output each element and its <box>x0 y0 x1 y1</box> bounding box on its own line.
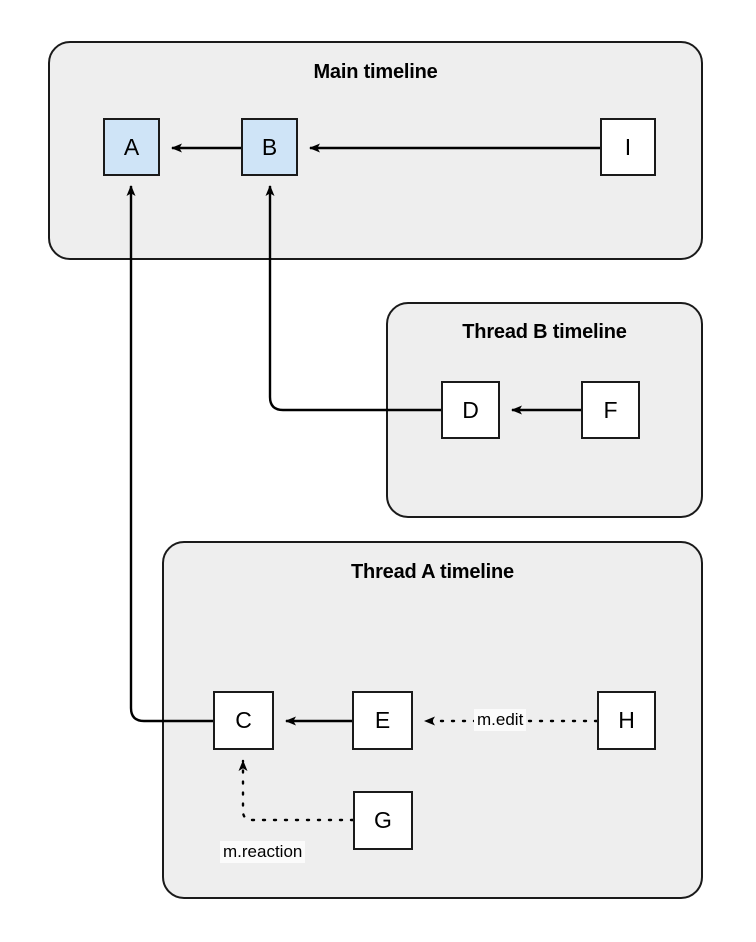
event-node-g[interactable]: G <box>353 791 413 850</box>
event-node-f-label: F <box>603 396 618 423</box>
edge-c-to-a <box>126 185 213 723</box>
event-node-i-label: I <box>624 133 632 160</box>
event-node-b-label: B <box>261 133 278 160</box>
event-node-h-label: H <box>618 707 635 733</box>
event-node-i[interactable]: I <box>600 118 656 176</box>
edge-d-to-b <box>265 185 441 412</box>
event-node-c-label: C <box>235 707 252 733</box>
event-node-d[interactable]: D <box>441 381 500 439</box>
container-title-main-timeline: Main timeline <box>313 61 438 83</box>
event-node-e-label: E <box>374 707 391 733</box>
container-title-thread-a-timeline: Thread A timeline <box>351 561 514 583</box>
event-node-c[interactable]: C <box>213 691 274 750</box>
event-node-h[interactable]: H <box>597 691 656 750</box>
event-node-a-label: A <box>123 133 140 160</box>
event-node-f[interactable]: F <box>581 381 640 439</box>
container-title-thread-b-timeline: Thread B timeline <box>462 321 627 343</box>
event-node-e[interactable]: E <box>352 691 413 750</box>
event-node-d-label: D <box>462 396 479 423</box>
event-node-g-label: G <box>374 807 392 833</box>
edge-label-m-reaction: m.reaction <box>220 841 306 863</box>
event-node-a[interactable]: A <box>103 118 160 176</box>
event-node-b[interactable]: B <box>241 118 298 176</box>
edge-g-to-c <box>238 759 355 822</box>
edge-label-m-edit: m.edit <box>474 709 527 731</box>
